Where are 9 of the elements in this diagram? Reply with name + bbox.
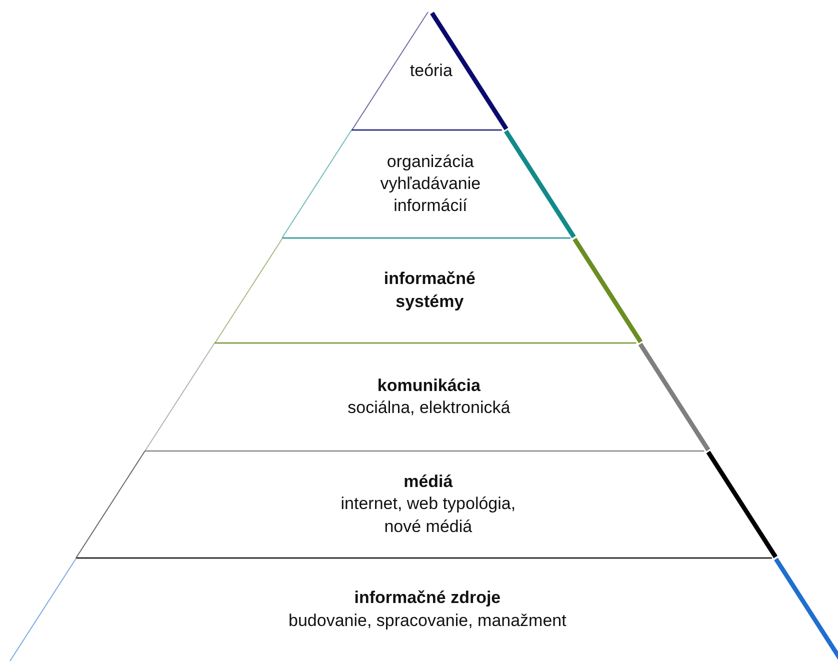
layer-description: budovanie, spracovanie, manažment	[288, 610, 566, 632]
layer-heading: informačné zdroje	[354, 587, 501, 610]
layer-heading: komunikácia	[377, 374, 480, 397]
layer-heading: informačné systémy	[382, 268, 476, 312]
layer-title: teória	[410, 60, 452, 82]
layer-heading: médiá	[404, 471, 453, 494]
layer-title: organizácia vyhľadávanie informácií	[379, 150, 482, 218]
layer-description: internet, web typológia, nové médiá	[340, 493, 517, 538]
layer-description: sociálna, elektronická	[348, 397, 510, 419]
